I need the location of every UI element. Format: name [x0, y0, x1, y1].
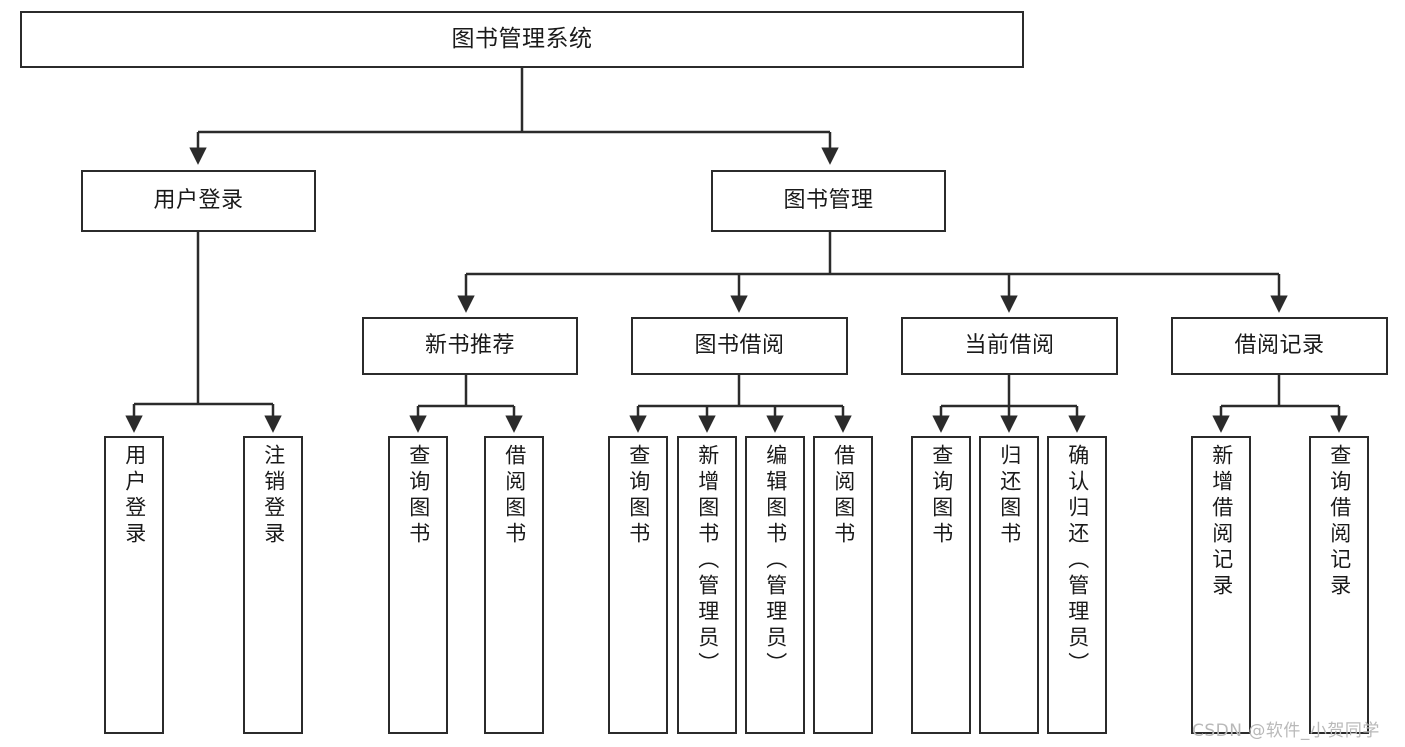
node-label: 确认归还（管理员） [1065, 444, 1090, 678]
node-book-management[interactable]: 图书管理 [711, 170, 946, 232]
node-borrow-record[interactable]: 借阅记录 [1171, 317, 1388, 375]
leaf-borrow-record-add[interactable]: 新增借阅记录 [1191, 436, 1251, 734]
node-label: 新增借阅记录 [1209, 444, 1234, 600]
watermark: CSDN @软件_小贺同学 [1192, 721, 1380, 741]
node-label: 新增图书（管理员） [695, 444, 720, 678]
node-label: 归还图书 [997, 444, 1022, 548]
node-current-borrow[interactable]: 当前借阅 [901, 317, 1118, 375]
node-root-system[interactable]: 图书管理系统 [20, 11, 1024, 68]
node-label: 借阅记录 [1234, 332, 1325, 358]
leaf-current-borrow-query[interactable]: 查询图书 [911, 436, 971, 734]
node-label: 当前借阅 [964, 332, 1055, 358]
node-label: 查询图书 [406, 444, 431, 548]
leaf-new-book-query[interactable]: 查询图书 [388, 436, 448, 734]
leaf-user-login-logout[interactable]: 注销登录 [243, 436, 303, 734]
leaf-book-borrow-edit[interactable]: 编辑图书（管理员） [745, 436, 805, 734]
leaf-book-borrow-borrow[interactable]: 借阅图书 [813, 436, 873, 734]
leaf-book-borrow-query[interactable]: 查询图书 [608, 436, 668, 734]
leaf-borrow-record-query[interactable]: 查询借阅记录 [1309, 436, 1369, 734]
node-user-login[interactable]: 用户登录 [81, 170, 316, 232]
node-label: 用户登录 [122, 444, 147, 548]
node-label: 借阅图书 [502, 444, 527, 548]
node-label: 查询借阅记录 [1327, 444, 1352, 600]
leaf-current-borrow-return[interactable]: 归还图书 [979, 436, 1039, 734]
node-label: 用户登录 [153, 187, 244, 213]
leaf-user-login-login[interactable]: 用户登录 [104, 436, 164, 734]
leaf-book-borrow-add[interactable]: 新增图书（管理员） [677, 436, 737, 734]
node-label: 注销登录 [261, 444, 286, 548]
node-label: 图书管理系统 [451, 25, 593, 52]
node-label: 查询图书 [929, 444, 954, 548]
leaf-new-book-borrow[interactable]: 借阅图书 [484, 436, 544, 734]
node-label: 图书管理 [783, 187, 874, 213]
node-label: 借阅图书 [831, 444, 856, 548]
node-label: 图书借阅 [694, 332, 785, 358]
node-label: 新书推荐 [424, 332, 515, 358]
node-book-borrow[interactable]: 图书借阅 [631, 317, 848, 375]
node-label: 查询图书 [626, 444, 651, 548]
node-label: 编辑图书（管理员） [763, 444, 788, 678]
node-new-book-recommend[interactable]: 新书推荐 [362, 317, 578, 375]
leaf-current-borrow-confirm-return[interactable]: 确认归还（管理员） [1047, 436, 1107, 734]
